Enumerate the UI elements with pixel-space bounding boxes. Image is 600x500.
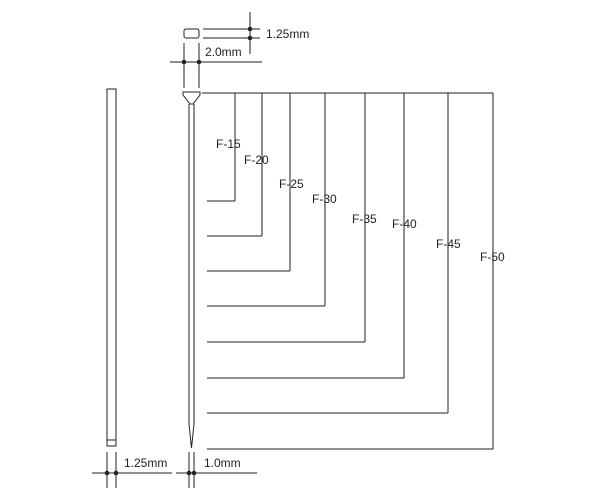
- size-label-4: F-35: [352, 212, 377, 226]
- head-thickness-marker-top: [247, 26, 253, 32]
- size-brackets: F-15F-20F-25F-30F-35 F-40F-45F-50: [207, 93, 505, 450]
- head-width-marker-right: [196, 59, 202, 65]
- shank-width-marker-right: [191, 470, 197, 476]
- head-width-marker-left: [181, 59, 187, 65]
- strip-thickness-label: 1.25mm: [124, 456, 167, 470]
- head-thickness-label: 1.25mm: [266, 27, 309, 41]
- size-label-1: F-20: [244, 153, 269, 167]
- strip-thickness-marker-left: [104, 470, 110, 476]
- shank-width-label: 1.0mm: [204, 456, 241, 470]
- nail-point: [188, 423, 195, 449]
- head-width-label: 2.0mm: [205, 45, 242, 59]
- bottom-dimensions: [92, 452, 257, 488]
- strip-side-view: [106, 88, 117, 447]
- nail-front-view: [182, 91, 201, 449]
- size-label-3: F-30: [312, 192, 337, 206]
- shank-width-marker-left: [186, 470, 192, 476]
- nail-head: [182, 91, 201, 105]
- size-label-0: F-15: [216, 137, 241, 151]
- size-label-7: F-50: [480, 250, 505, 264]
- size-label-6: F-45: [436, 237, 461, 251]
- strip-body: [106, 88, 117, 447]
- size-label-5: F-40: [392, 217, 417, 231]
- head-thickness-marker-bottom: [247, 35, 253, 41]
- size-label-2: F-25: [279, 177, 304, 191]
- head-profile-shape: [183, 28, 200, 39]
- strip-thickness-marker-right: [113, 470, 119, 476]
- head-section: [170, 12, 262, 88]
